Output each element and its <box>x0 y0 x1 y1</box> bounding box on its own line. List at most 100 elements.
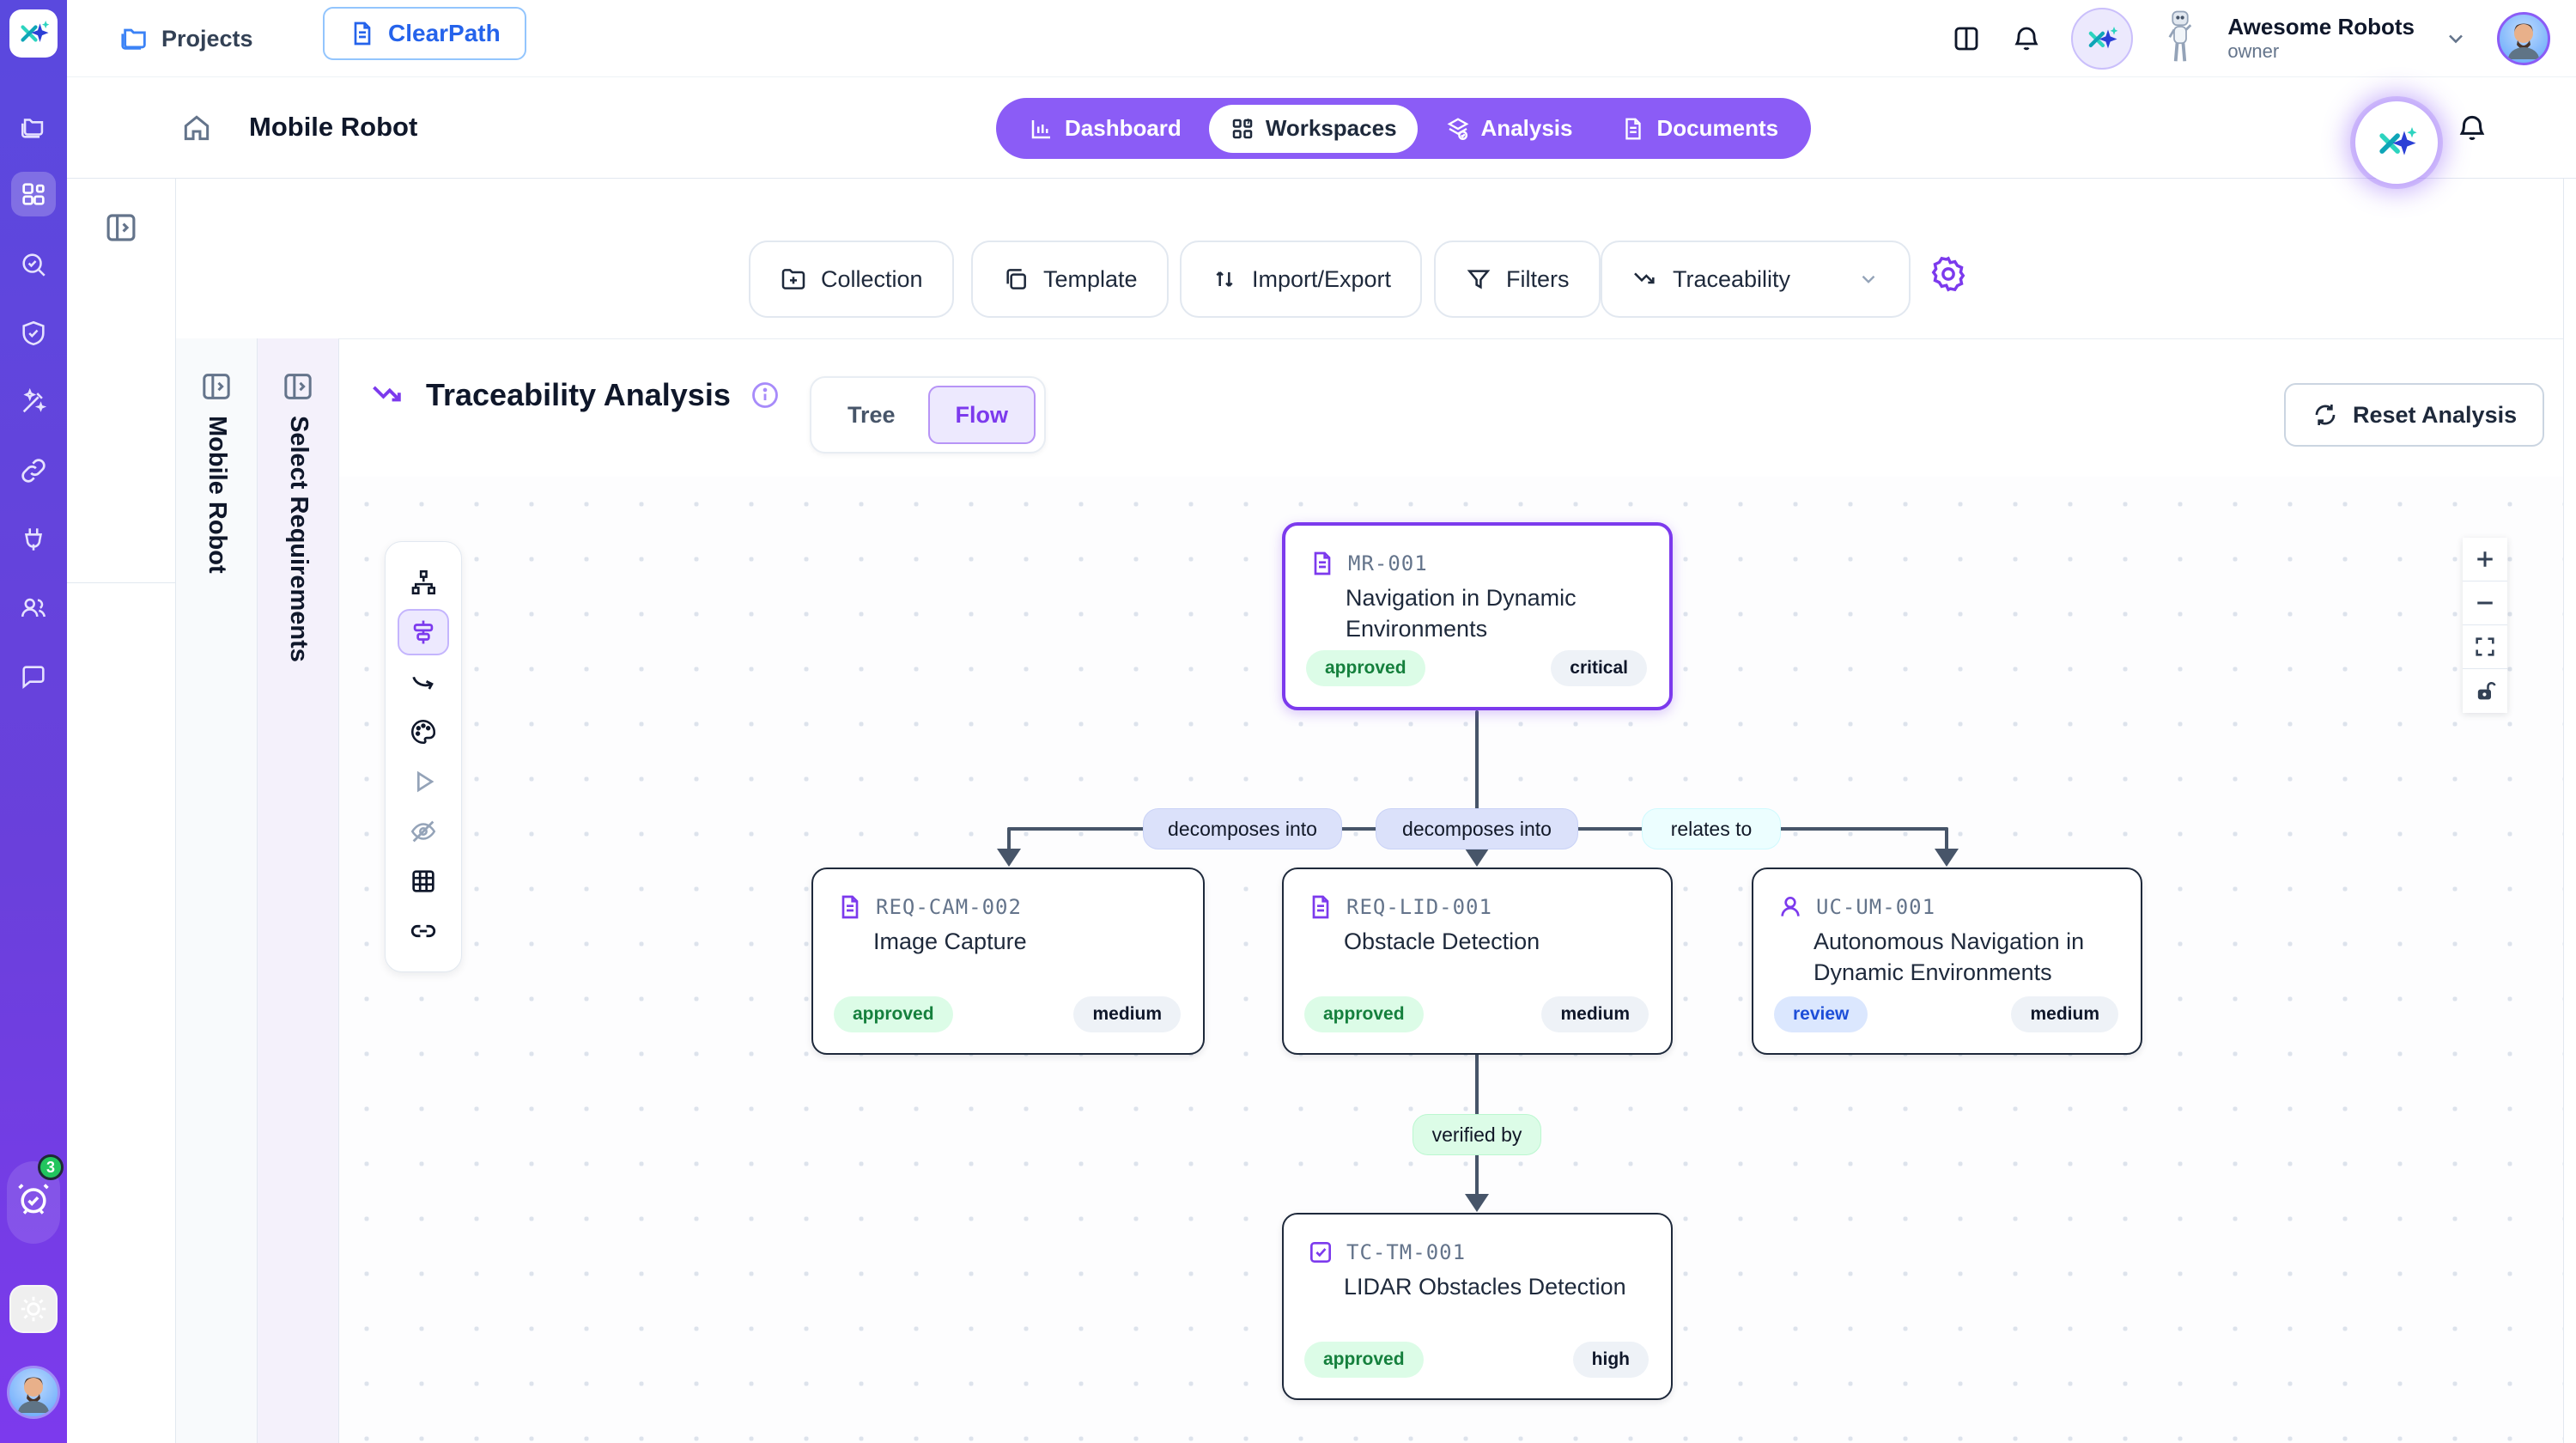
layers-check-icon <box>1447 117 1468 140</box>
expand-panel-button[interactable] <box>281 369 315 406</box>
play-button[interactable] <box>399 760 447 803</box>
lock-button[interactable] <box>2463 669 2507 713</box>
clearpath-project-tab[interactable]: ClearPath <box>323 7 526 60</box>
tab-workspaces[interactable]: Workspaces <box>1208 104 1418 153</box>
play-icon <box>416 770 434 793</box>
app-sidebar: 3 <box>0 0 67 1443</box>
fit-view-button[interactable] <box>2463 625 2507 669</box>
tab-label: Workspaces <box>1265 115 1397 141</box>
link-icon <box>410 924 436 938</box>
redirect-arrow-button[interactable] <box>399 661 447 703</box>
sidebar-item-integrations[interactable] <box>11 517 56 562</box>
projects-nav-tab[interactable]: Projects <box>120 15 253 62</box>
node-title: Obstacle Detection <box>1344 929 1540 954</box>
document-icon <box>1312 895 1329 919</box>
collection-button[interactable]: Collection <box>749 240 954 318</box>
right-panel-divider <box>2563 179 2564 1443</box>
plug-icon <box>24 528 43 551</box>
flow-node-req-lid-001[interactable]: REQ-LID-001 Obstacle Detection approved … <box>1282 868 1673 1055</box>
expand-panel-button[interactable] <box>103 210 139 248</box>
user-avatar[interactable] <box>7 1366 60 1419</box>
sidebar-item-ai-tools[interactable] <box>11 380 56 424</box>
home-button[interactable] <box>180 112 213 144</box>
sidebar-item-quality[interactable] <box>11 311 56 356</box>
flow-view-button[interactable]: Flow <box>927 386 1036 444</box>
notifications-button[interactable] <box>2011 23 2042 54</box>
info-icon[interactable] <box>750 380 781 411</box>
tab-analysis[interactable]: Analysis <box>1425 105 1594 153</box>
priority-badge: medium <box>1541 996 1649 1032</box>
sidebar-item-comments[interactable] <box>11 655 56 699</box>
table-grid-icon <box>412 870 434 892</box>
user-avatar[interactable] <box>2497 12 2550 65</box>
tab-label: Documents <box>1656 115 1779 141</box>
chevron-down-icon[interactable] <box>2444 27 2468 51</box>
avatar-image <box>18 1377 49 1413</box>
grid-icon <box>1232 118 1253 138</box>
color-palette-button[interactable] <box>399 710 447 753</box>
alarm-check-icon <box>18 1184 49 1215</box>
ai-assistant-floating-button[interactable] <box>2355 101 2438 184</box>
rail-label-requirements: Select Requirements <box>285 416 313 662</box>
tab-label: Dashboard <box>1065 115 1182 141</box>
analysis-header: Traceability Analysis <box>369 376 781 414</box>
page-title: Mobile Robot <box>249 112 418 142</box>
tree-view-button[interactable]: Tree <box>848 401 896 428</box>
sidebar-item-workspaces[interactable] <box>11 172 56 216</box>
tab-dashboard[interactable]: Dashboard <box>1008 105 1202 153</box>
flow-node-uc-um-001[interactable]: UC-UM-001 Autonomous Navigation in Dynam… <box>1752 868 2142 1055</box>
notification-count-badge: 3 <box>38 1154 64 1180</box>
link-nodes-button[interactable] <box>399 910 447 953</box>
lock-icon <box>2477 681 2496 699</box>
document-icon <box>1625 118 1642 139</box>
sparkle-logo-icon <box>21 21 50 42</box>
zoom-out-button[interactable] <box>2463 581 2507 625</box>
tab-documents[interactable]: Documents <box>1600 105 1799 153</box>
ai-assistant-button[interactable] <box>2071 8 2134 70</box>
users-icon <box>21 598 46 618</box>
template-button[interactable]: Template <box>971 240 1169 318</box>
reset-analysis-button[interactable]: Reset Analysis <box>2284 383 2545 447</box>
panel-expand-icon <box>284 374 312 399</box>
canvas-zoom-controls <box>2463 538 2507 713</box>
hide-elements-button[interactable] <box>399 810 447 853</box>
toggle-panel-button[interactable] <box>1951 23 1982 54</box>
align-center-button[interactable] <box>398 609 449 655</box>
reminders-button[interactable]: 3 <box>7 1154 64 1244</box>
layout-hierarchy-button[interactable] <box>399 561 447 604</box>
document-icon <box>1314 551 1331 575</box>
clearpath-collapsed-panel: ClearPath <box>67 179 202 1443</box>
settings-button[interactable] <box>1929 254 1968 296</box>
account-role: owner <box>2227 40 2280 63</box>
sparkle-logo-icon <box>2379 127 2417 155</box>
node-id: REQ-CAM-002 <box>876 895 1022 919</box>
view-mode-select[interactable]: Traceability <box>1601 240 1911 318</box>
sidebar-item-projects[interactable] <box>11 105 56 149</box>
robot-mascot-image <box>2168 10 2192 62</box>
node-id: UC-UM-001 <box>1816 895 1936 919</box>
account-name: Awesome Robots <box>2227 14 2415 40</box>
sidebar-item-team[interactable] <box>11 586 56 630</box>
zoom-in-button[interactable] <box>2463 538 2507 581</box>
filters-button[interactable]: Filters <box>1434 240 1601 318</box>
account-menu[interactable]: Awesome Robots owner <box>2227 14 2415 64</box>
canvas-notifications-button[interactable] <box>2456 112 2488 147</box>
flow-node-mr-001[interactable]: MR-001 Navigation in Dynamic Environment… <box>1282 522 1673 710</box>
app-logo[interactable] <box>9 9 58 58</box>
sidebar-item-review-search[interactable] <box>11 242 56 287</box>
edge-label-decomposes-1: decomposes into <box>1143 808 1342 849</box>
flow-node-tc-tm-001[interactable]: TC-TM-001 LIDAR Obstacles Detection appr… <box>1282 1213 1673 1400</box>
user-icon <box>1781 897 1800 916</box>
trace-arrow-icon <box>1634 272 1655 284</box>
bell-icon <box>2459 115 2485 140</box>
theme-toggle-button[interactable] <box>9 1285 58 1333</box>
node-id: MR-001 <box>1348 551 1428 575</box>
import-export-button[interactable]: Import/Export <box>1180 240 1423 318</box>
flow-node-req-cam-002[interactable]: REQ-CAM-002 Image Capture approved mediu… <box>811 868 1205 1055</box>
expand-panel-button[interactable] <box>199 369 234 406</box>
node-id: REQ-LID-001 <box>1346 895 1492 919</box>
copy-icon <box>1006 269 1026 289</box>
grid-view-button[interactable] <box>399 860 447 903</box>
folders-icon <box>21 119 44 138</box>
sidebar-item-links[interactable] <box>11 448 56 493</box>
